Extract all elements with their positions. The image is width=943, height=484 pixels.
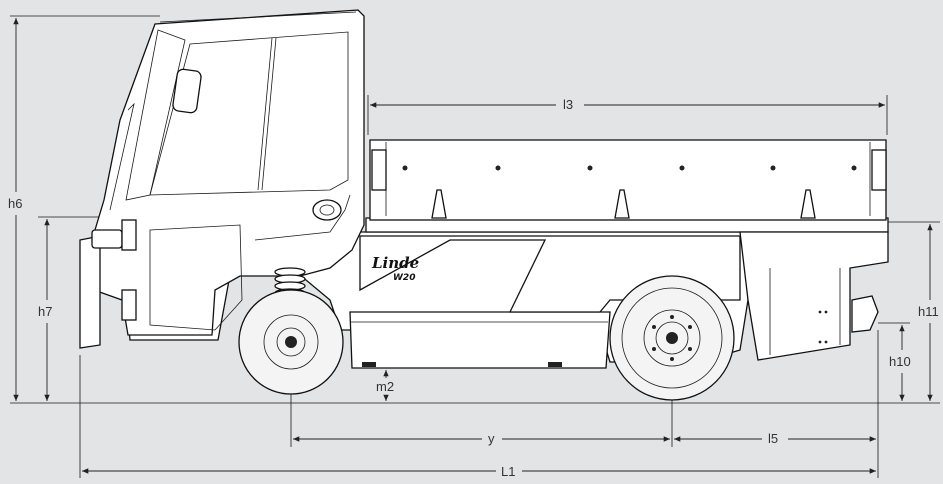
cargo-side-wall xyxy=(369,139,887,221)
cab-roof xyxy=(159,11,357,23)
door-window xyxy=(149,31,349,196)
tie-down-posts xyxy=(431,189,816,219)
dim-label-l3: l3 xyxy=(563,97,573,112)
dimension-lines xyxy=(13,18,933,474)
cargo-rivets xyxy=(402,165,857,171)
linde-logo: Linde xyxy=(371,254,419,272)
dim-label-m2: m2 xyxy=(376,379,394,394)
vehicle-illustration: Linde W20 xyxy=(79,9,889,401)
front-bumper xyxy=(79,235,101,349)
door-handle xyxy=(312,199,342,221)
dim-label-y: y xyxy=(488,431,495,446)
cab xyxy=(91,9,365,336)
mirror xyxy=(172,68,202,114)
dim-label-h11: h11 xyxy=(918,304,939,319)
door-panel xyxy=(149,224,243,331)
dim-label-h10: h10 xyxy=(889,354,911,369)
rear-body xyxy=(739,231,889,361)
dim-label-l5: l5 xyxy=(768,431,778,446)
headlight xyxy=(91,229,123,249)
tow-coupling xyxy=(851,295,879,333)
rear-wheel xyxy=(609,275,735,401)
dim-label-h7: h7 xyxy=(38,304,52,319)
skirt-step-left xyxy=(362,362,376,367)
dim-label-l1: L1 xyxy=(501,464,515,479)
model-badge: W20 xyxy=(393,273,415,283)
side-skirt xyxy=(349,311,611,369)
dim-label-h6: h6 xyxy=(8,196,22,211)
dimension-labels: h6 h7 l3 m2 y l5 L1 h11 h10 xyxy=(8,97,939,479)
skirt-step-right xyxy=(548,362,562,367)
front-wheel xyxy=(238,289,344,395)
